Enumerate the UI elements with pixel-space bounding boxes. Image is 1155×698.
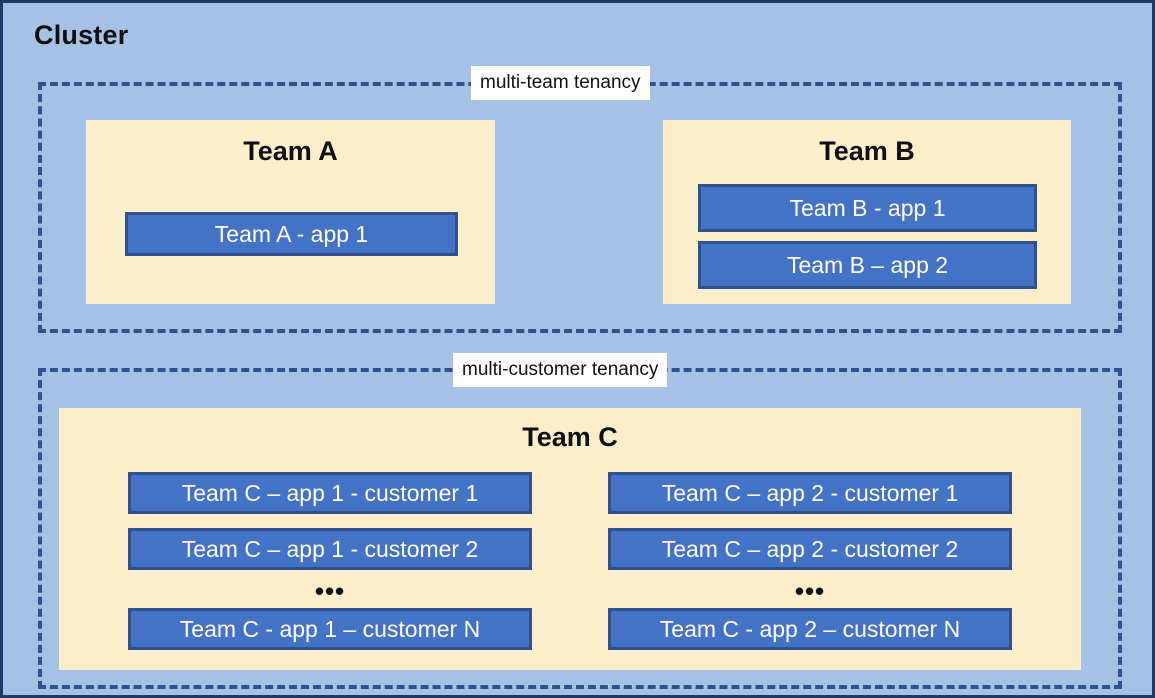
- app-column-team-c-app-2: Team C – app 2 - customer 1 Team C – app…: [608, 472, 1012, 650]
- ellipsis-team-c-app-1: •••: [314, 576, 346, 606]
- app-box-team-b-app-2[interactable]: Team B – app 2: [698, 241, 1037, 289]
- tenancy-label-multi-customer: multi-customer tenancy: [453, 353, 668, 387]
- app-box-team-c-app-1-customer-n[interactable]: Team C - app 1 – customer N: [128, 608, 532, 650]
- app-box-team-c-app-2-customer-n[interactable]: Team C - app 2 – customer N: [608, 608, 1012, 650]
- app-columns-team-c: Team C – app 1 - customer 1 Team C – app…: [59, 472, 1081, 650]
- ellipsis-team-c-app-2: •••: [794, 576, 826, 606]
- app-list-team-a: Team A - app 1: [125, 212, 458, 256]
- app-box-team-c-app-2-customer-1[interactable]: Team C – app 2 - customer 1: [608, 472, 1012, 514]
- app-box-team-c-app-1-customer-2[interactable]: Team C – app 1 - customer 2: [128, 528, 532, 570]
- app-box-team-a-app-1[interactable]: Team A - app 1: [125, 212, 458, 256]
- app-list-team-b: Team B - app 1 Team B – app 2: [698, 184, 1037, 289]
- app-box-team-c-app-2-customer-2[interactable]: Team C – app 2 - customer 2: [608, 528, 1012, 570]
- tenancy-label-multi-team: multi-team tenancy: [471, 66, 650, 100]
- app-column-team-c-app-1: Team C – app 1 - customer 1 Team C – app…: [128, 472, 532, 650]
- cluster-title: Cluster: [34, 20, 129, 50]
- app-box-team-b-app-1[interactable]: Team B - app 1: [698, 184, 1037, 232]
- app-box-team-c-app-1-customer-1[interactable]: Team C – app 1 - customer 1: [128, 472, 532, 514]
- team-title-team-c: Team C: [522, 422, 618, 452]
- team-title-team-a: Team A: [243, 136, 338, 166]
- team-title-team-b: Team B: [819, 136, 915, 166]
